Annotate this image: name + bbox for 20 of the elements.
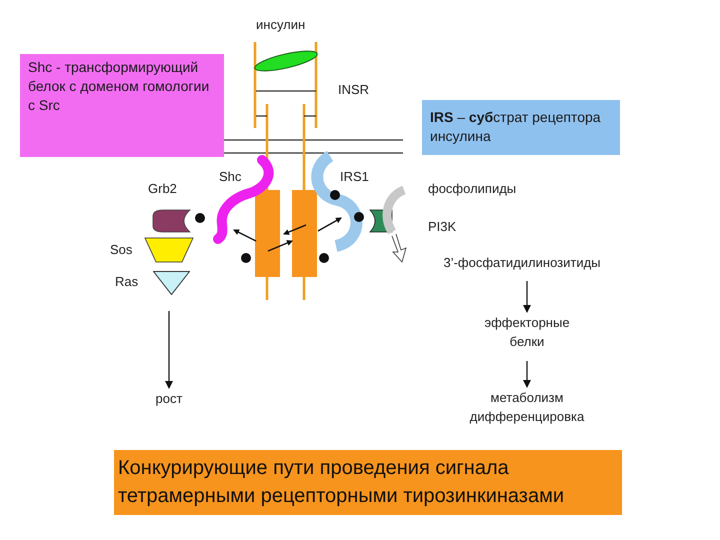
- protein-label: Sos: [110, 241, 132, 259]
- protein-label: Grb2: [148, 180, 177, 198]
- protein-label: IRS1: [340, 168, 369, 186]
- molecule-label: инсулин: [256, 16, 306, 34]
- receptor-label: INSR: [338, 81, 370, 99]
- definition-box: Shc - трансформирующий белок с доменом гомологии с Src: [20, 54, 224, 157]
- protein-label: Shc: [219, 168, 242, 186]
- outcome-text: рост: [140, 389, 198, 407]
- definition-box: IRS – субстрат рецептора инсулина: [422, 100, 620, 155]
- lipid-label: фосфолипиды: [428, 180, 516, 198]
- protein-label: Ras: [115, 273, 138, 291]
- arrow: [165, 311, 173, 389]
- arrow: [523, 281, 531, 313]
- enzyme-label: PI3K: [428, 218, 456, 236]
- caption-box: Конкурирующие пути проведения сигнала тетрамерными рецепторными тирозинкиназами: [114, 450, 622, 515]
- effector-text: эффекторные белки: [466, 313, 588, 351]
- arrow: [523, 361, 531, 388]
- product-text: 3’-фосфатидилинозитиды: [416, 253, 628, 271]
- ras-triangle: [153, 271, 190, 295]
- outcome-text: метаболизм дифференцировка: [452, 388, 602, 426]
